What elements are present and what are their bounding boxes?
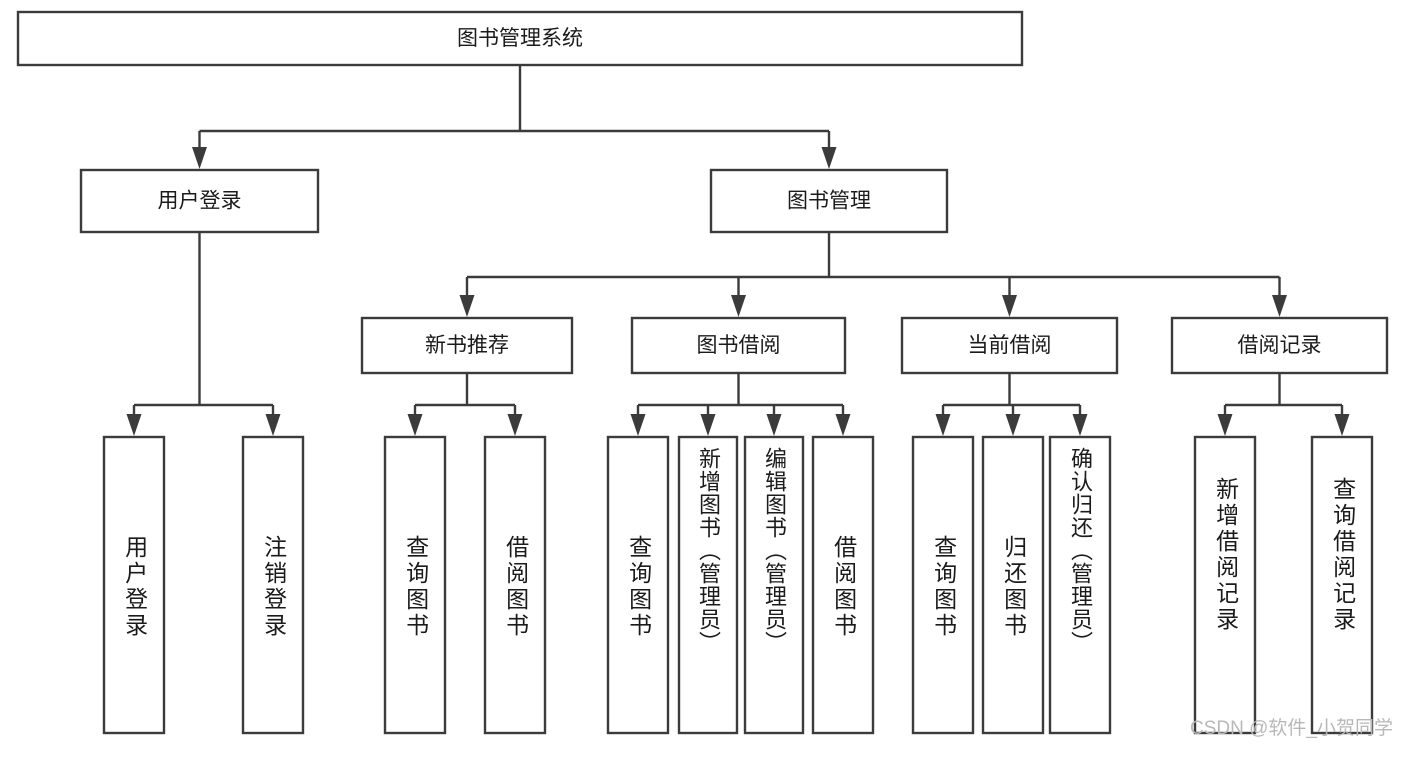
node-label-root: 图书管理系统 [457,27,583,50]
node-label-book-manage: 图书管理 [787,190,871,213]
node-box-borrow-record[interactable] [1170,316,1389,375]
node-box-leaf-borrow-book-2[interactable] [811,435,875,735]
node-box-leaf-add-borrow-record[interactable] [1193,435,1257,735]
node-box-book-manage[interactable] [709,168,949,234]
node-box-leaf-query-book-1[interactable] [383,435,447,735]
node-label-book-borrow: 图书借阅 [697,334,781,357]
node-label-new-book-recommend: 新书推荐 [425,334,509,357]
node-label-borrow-record: 借阅记录 [1238,334,1322,357]
node-box-root[interactable] [16,10,1024,67]
node-label-current-borrow: 当前借阅 [968,334,1052,357]
node-box-leaf-confirm-return[interactable] [1048,435,1112,735]
node-box-leaf-query-book-3[interactable] [911,435,975,735]
edges-layer [126,65,1350,436]
node-box-leaf-borrow-book-1[interactable] [483,435,547,735]
node-box-leaf-user-login[interactable] [102,435,166,735]
boxes-layer [16,10,1389,735]
node-box-leaf-add-book[interactable] [677,435,739,735]
node-box-leaf-query-book-2[interactable] [606,435,670,735]
node-box-leaf-edit-book[interactable] [743,435,805,735]
node-box-leaf-return-book[interactable] [981,435,1045,735]
node-box-user-login[interactable] [79,168,320,234]
node-box-leaf-logout-login[interactable] [241,435,305,735]
node-box-leaf-query-borrow-record[interactable] [1310,435,1374,735]
node-box-current-borrow[interactable] [900,316,1119,375]
node-box-book-borrow[interactable] [630,316,847,375]
node-label-user-login: 用户登录 [158,190,242,213]
node-box-new-book-recommend[interactable] [360,316,574,375]
